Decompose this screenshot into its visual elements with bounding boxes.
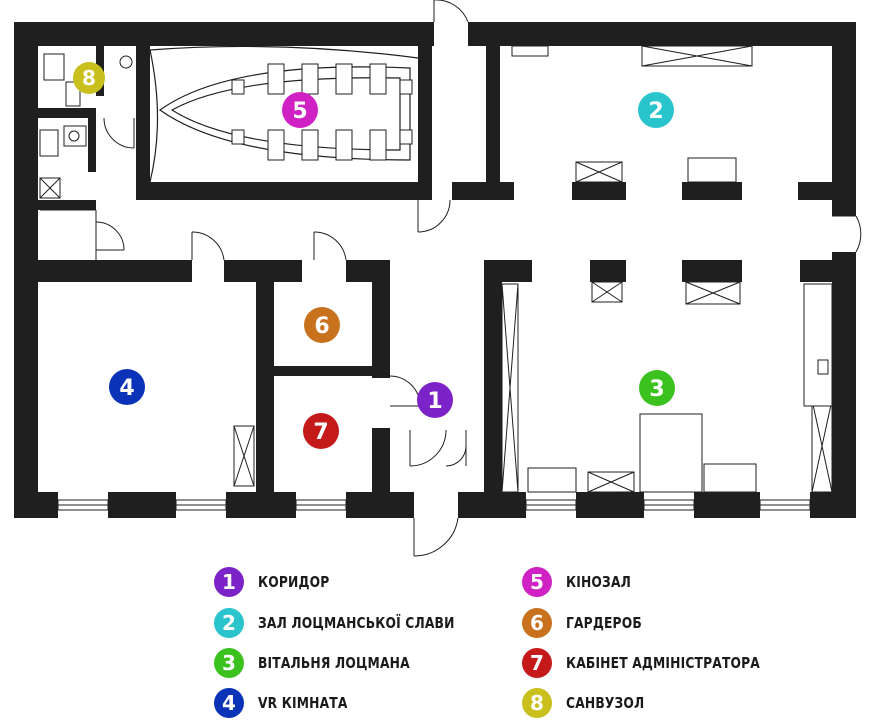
legend-label: КАБІНЕТ АДМІНІСТРАТОРА [566,654,760,672]
furniture [39,45,833,493]
badge-room-1: 1 [417,382,453,418]
legend-label: ГАРДЕРОБ [566,614,642,632]
legend-badge: 3 [214,648,244,678]
room-badges: 1 2 3 4 5 6 7 8 [73,62,675,449]
cinema-interior [149,45,419,183]
svg-text:1: 1 [427,389,442,414]
legend-badge: 7 [522,648,552,678]
svg-text:7: 7 [313,420,328,445]
badge-room-8: 8 [73,62,105,94]
cinema-seats [231,63,413,161]
legend-badge: 6 [522,608,552,638]
legend-badge: 5 [522,567,552,597]
legend-label: ВІТАЛЬНЯ ЛОЦМАНА [258,654,410,672]
svg-text:3: 3 [649,377,664,402]
legend-badge: 4 [214,688,244,718]
windows [57,499,811,511]
badge-room-4: 4 [109,369,145,405]
legend-item-8: 8 САНВУЗОЛ [522,686,662,720]
legend-item-1: 1 КОРИДОР [214,565,345,599]
doors [95,0,862,557]
legend-item-5: 5 КІНОЗАЛ [522,565,645,599]
legend-item-7: 7 КАБІНЕТ АДМІНІСТРАТОРА [522,646,803,680]
svg-text:5: 5 [292,99,307,124]
svg-text:8: 8 [82,66,96,90]
floor-plan: 1 2 3 4 5 6 7 8 [14,0,862,557]
legend-item-2: 2 ЗАЛ ЛОЦМАНСЬКОЇ СЛАВИ [214,606,498,640]
badge-room-3: 3 [639,370,675,406]
legend-label: САНВУЗОЛ [566,694,645,712]
legend: 1 КОРИДОР 2 ЗАЛ ЛОЦМАНСЬКОЇ СЛАВИ 3 ВІТА… [0,560,885,728]
badge-room-5: 5 [282,92,318,128]
walls [14,22,856,518]
badge-room-7: 7 [303,413,339,449]
svg-text:6: 6 [314,314,329,339]
legend-badge: 1 [214,567,244,597]
legend-badge: 2 [214,608,244,638]
svg-text:2: 2 [648,99,663,124]
badge-room-6: 6 [304,307,340,343]
legend-label: КІНОЗАЛ [566,573,632,591]
badge-room-2: 2 [638,92,674,128]
legend-badge: 8 [522,688,552,718]
svg-text:4: 4 [119,376,134,401]
legend-item-4: 4 VR КІМНАТА [214,686,367,720]
legend-label: КОРИДОР [258,573,330,591]
legend-label: VR КІМНАТА [258,694,348,712]
legend-item-6: 6 ГАРДЕРОБ [522,606,659,640]
legend-label: ЗАЛ ЛОЦМАНСЬКОЇ СЛАВИ [258,614,455,632]
legend-item-3: 3 ВІТАЛЬНЯ ЛОЦМАНА [214,646,443,680]
